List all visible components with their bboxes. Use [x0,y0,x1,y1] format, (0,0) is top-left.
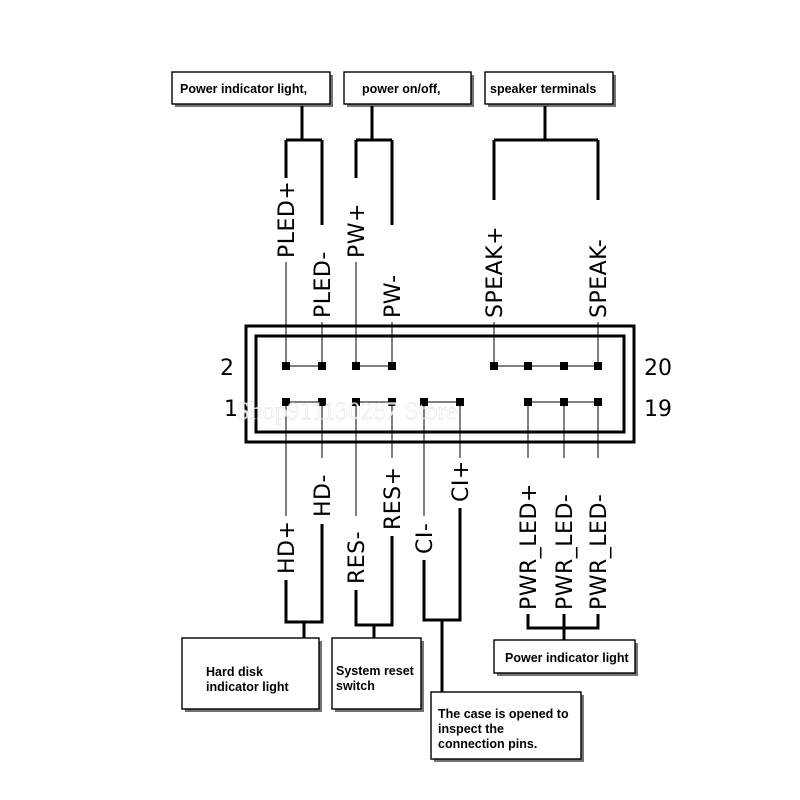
pin-number-2: 2 [220,356,234,381]
pin-label-pwr-led-minus-1: PWR_LED- [553,494,578,610]
pin-number-20: 20 [644,356,672,381]
pin-label-ci-plus: CI+ [449,460,474,502]
pin-label-pwr-led-plus: PWR_LED+ [517,483,542,610]
pin-row-links [286,365,598,403]
pin [282,362,290,370]
pin-label-hd-plus: HD+ [275,521,300,574]
pin-label-res-minus: RES- [345,531,370,584]
watermark: Shop911130287 Store [236,398,457,425]
pin [490,362,498,370]
box-case-line3: connection pins. [438,737,537,751]
box-power-indicator-top-label: Power indicator light, [180,82,307,96]
pin-number-19: 19 [644,397,672,422]
box-case-line2: inspect the [438,722,504,736]
box-power-switch: power on/off, [343,71,474,107]
pin-label-pled-minus: PLED- [311,251,336,318]
box-reset-line1: System reset [336,664,415,678]
pin [388,362,396,370]
pin-header [244,324,636,444]
pins-top-row [282,362,602,370]
pin [560,362,568,370]
box-reset: System reset switch [331,637,424,712]
box-speaker: speaker terminals [484,71,616,107]
pin-label-pled-plus: PLED+ [275,181,300,258]
pin [594,362,602,370]
pin [352,362,360,370]
box-power-indicator-top: Power indicator light, [171,71,333,107]
bottom-wiring [284,508,600,692]
box-reset-line2: switch [336,679,375,693]
pin [318,362,326,370]
box-case-open: The case is opened to inspect the connec… [430,691,584,762]
pin-number-1: 1 [224,397,238,422]
bottom-pin-labels: HD+ HD- RES- RES+ CI- CI+ PWR_LED+ PWR_L… [275,460,612,610]
pin-label-ci-minus: CI- [413,523,438,554]
box-hdd: Hard disk indicator light [181,637,322,712]
pin-label-speak-plus: SPEAK+ [483,226,508,318]
pin-label-pw-minus: PW- [381,274,406,318]
box-case-line1: The case is opened to [438,707,569,721]
top-pin-labels: PLED+ PLED- PW+ PW- SPEAK+ SPEAK- [275,181,612,318]
box-power-switch-label: power on/off, [362,82,440,96]
pin [524,362,532,370]
top-wiring [284,106,600,225]
box-hdd-line2: indicator light [206,680,289,694]
box-power-indicator-bottom: Power indicator light [493,639,638,676]
top-leads [285,262,599,366]
pin-label-pw-plus: PW+ [345,203,370,258]
box-hdd-line1: Hard disk [206,665,263,679]
pin-label-pwr-led-minus-2: PWR_LED- [587,494,612,610]
bottom-leads [285,402,599,516]
box-speaker-label: speaker terminals [490,82,596,96]
pin-label-hd-minus: HD- [311,474,336,517]
pin-label-speak-minus: SPEAK- [587,239,612,318]
pin-label-res-plus: RES+ [381,466,406,530]
box-power-indicator-bottom-label: Power indicator light [505,651,629,665]
